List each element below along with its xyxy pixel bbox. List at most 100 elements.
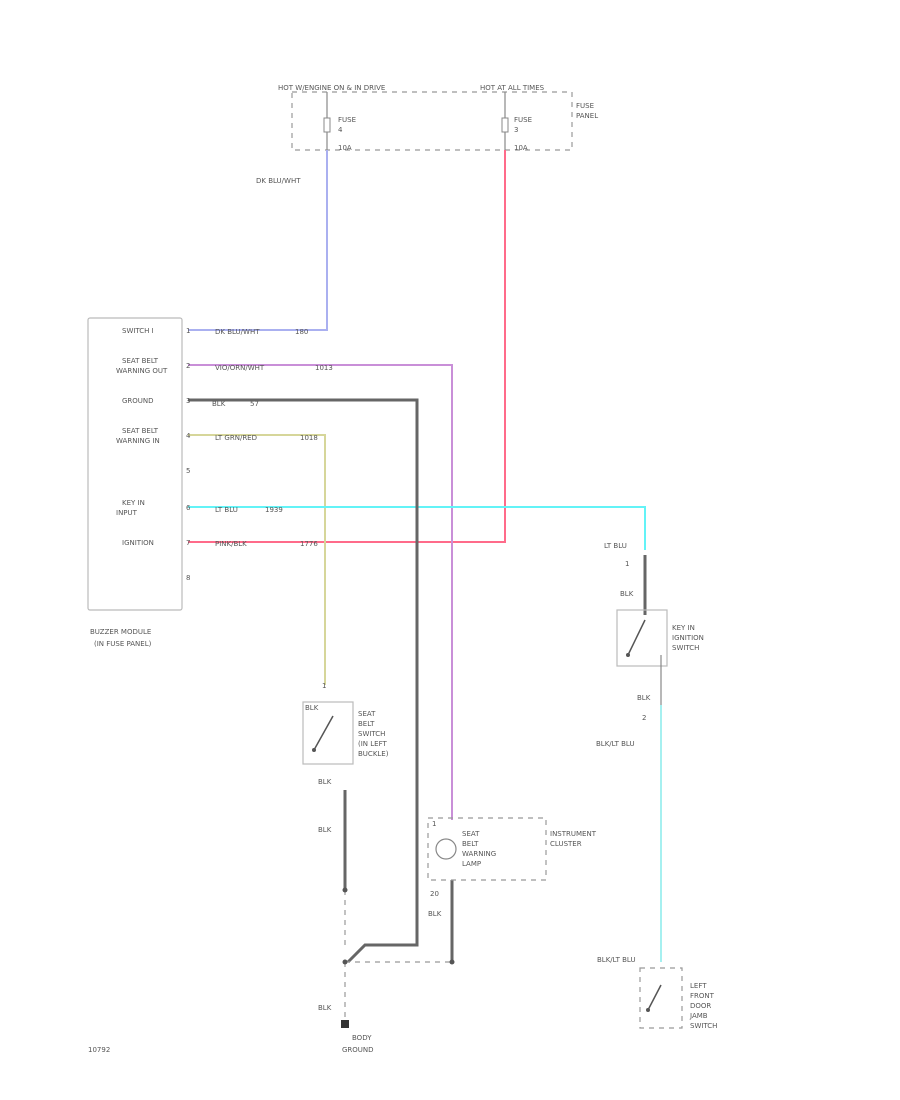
- w7-color: PINK/BLK: [215, 540, 247, 548]
- buzzer-pin-label-2: WARNING IN: [116, 437, 160, 445]
- w2-color: VIO/ORN/WHT: [215, 364, 265, 372]
- buzzer-pin-label: KEY IN: [122, 499, 145, 507]
- w6-color: LT BLU: [215, 506, 238, 514]
- ground-junction-mid: [342, 887, 348, 893]
- ground-terminal-icon: [341, 1020, 349, 1028]
- lamp-name-4: LAMP: [462, 860, 481, 868]
- buzzer-pin-number: 3: [186, 397, 190, 405]
- key-switch-wire-mid: BLK: [620, 590, 634, 598]
- door-switch-contact-icon: [647, 984, 662, 1011]
- fuse-3-label: FUSE: [514, 116, 532, 124]
- buzzer-pin-number: 7: [186, 539, 190, 547]
- door-switch-wire: BLK/LT BLU: [597, 956, 636, 964]
- door-switch-name-5: SWITCH: [690, 1022, 717, 1030]
- buzzer-pin-number: 2: [186, 362, 190, 370]
- belt-switch-name-5: BUCKLE): [358, 750, 389, 758]
- warning-lamp-icon: [435, 838, 457, 860]
- key-switch-name-3: SWITCH: [672, 644, 699, 652]
- buzzer-pin-label: SEAT BELT: [122, 357, 159, 365]
- belt-switch-name-1: SEAT: [358, 710, 376, 718]
- belt-switch-name-4: (IN LEFT: [358, 740, 387, 748]
- w4-color: LT GRN/RED: [215, 434, 257, 442]
- key-switch-pin-top: 1: [625, 560, 629, 568]
- ground-name-1: BODY: [352, 1034, 372, 1042]
- buzzer-pin-label-2: WARNING OUT: [116, 367, 168, 375]
- cluster-name-2: CLUSTER: [550, 840, 582, 848]
- key-switch-wire-top: LT BLU: [604, 542, 627, 550]
- fuse-4-label: FUSE: [338, 116, 356, 124]
- wire-lt-grn-red: [188, 434, 326, 685]
- wire-vio-orn-wht: [188, 364, 453, 820]
- w1-color: DK BLU/WHT: [215, 328, 260, 336]
- belt-switch-wire-bottom-2: BLK: [318, 826, 332, 834]
- buzzer-pin-number: 6: [186, 504, 191, 512]
- ground-junction-right: [449, 959, 455, 965]
- fuse-3-number: 3: [514, 126, 518, 134]
- key-switch-box: [616, 609, 668, 667]
- ground-name-2: GROUND: [342, 1046, 374, 1054]
- belt-switch-pin-top: 1: [322, 682, 326, 690]
- fuse-panel-label-1: FUSE: [576, 102, 594, 110]
- wire-lt-blu: [188, 506, 646, 550]
- wire-dk-blu-wht: [188, 150, 328, 331]
- fuse-3-icon: [501, 117, 509, 133]
- fuse-panel-label-2: PANEL: [576, 112, 598, 120]
- w2-num: 1013: [315, 364, 333, 372]
- fuse-4-amps: 10A: [338, 144, 352, 152]
- fuse-4-icon: [323, 117, 331, 133]
- buzzer-module-box: [87, 317, 183, 611]
- buzzer-pin-label: SEAT BELT: [122, 427, 159, 435]
- buzzer-pin-label-2: INPUT: [116, 509, 138, 517]
- buzzer-pin-number: 4: [186, 432, 191, 440]
- key-switch-contact-icon: [627, 619, 646, 656]
- door-switch-name-4: JAMB: [689, 1012, 708, 1020]
- key-switch-name-1: KEY IN: [672, 624, 695, 632]
- fuse-4-number: 4: [338, 126, 343, 134]
- lamp-pin-bottom: 20: [430, 890, 439, 898]
- fuse-hot-right-label: HOT AT ALL TIMES: [480, 84, 545, 92]
- lamp-pin-top: 1: [432, 820, 436, 828]
- fuse-hot-left-label: HOT W/ENGINE ON & IN DRIVE: [278, 84, 385, 92]
- belt-switch-name-2: BELT: [358, 720, 375, 728]
- key-switch-wire-low: BLK/LT BLU: [596, 740, 635, 748]
- buzzer-pin-label: SWITCH I: [122, 327, 154, 335]
- buzzer-pin-label: GROUND: [122, 397, 154, 405]
- buzzer-module-name-2: (IN FUSE PANEL): [94, 640, 152, 648]
- buzzer-module-name-1: BUZZER MODULE: [90, 628, 151, 636]
- w4-num: 1018: [300, 434, 318, 442]
- ground-wire-label: BLK: [318, 1004, 332, 1012]
- buzzer-pin-number: 8: [186, 574, 190, 582]
- wire-pink-blk: [188, 150, 506, 543]
- lamp-wire-bottom: BLK: [428, 910, 442, 918]
- w3-color: BLK: [212, 400, 226, 408]
- door-switch-name-2: FRONT: [690, 992, 715, 1000]
- door-switch-name-3: DOOR: [690, 1002, 711, 1010]
- w1-num: 180: [295, 328, 308, 336]
- w3-num: 57: [250, 400, 259, 408]
- belt-switch-name-3: SWITCH: [358, 730, 385, 738]
- buzzer-pin-number: 5: [186, 467, 190, 475]
- cluster-name-1: INSTRUMENT: [550, 830, 597, 838]
- belt-switch-wire-top: BLK: [305, 704, 319, 712]
- wire-blk-ground-main: [188, 398, 419, 964]
- buzzer-pin-label: IGNITION: [122, 539, 154, 547]
- belt-switch-contact-icon: [313, 715, 334, 751]
- wire-top-label: DK BLU/WHT: [256, 177, 301, 185]
- door-switch-box: [639, 967, 683, 1029]
- lamp-name-1: SEAT: [462, 830, 480, 838]
- belt-switch-box: [302, 701, 354, 765]
- fuse-panel-box: [291, 91, 573, 151]
- lamp-name-2: BELT: [462, 840, 479, 848]
- buzzer-pin-number: 1: [186, 327, 190, 335]
- fuse-3-amps: 10A: [514, 144, 528, 152]
- belt-switch-wire-bottom: BLK: [318, 778, 332, 786]
- door-switch-name-1: LEFT: [690, 982, 707, 990]
- w7-num: 1776: [300, 540, 318, 548]
- ground-junction-left: [342, 959, 348, 965]
- lamp-name-3: WARNING: [462, 850, 496, 858]
- footer-code: 10792: [88, 1046, 110, 1054]
- key-switch-wire-out: BLK: [637, 694, 651, 702]
- w6-num: 1939: [265, 506, 283, 514]
- key-switch-pin-out: 2: [642, 714, 646, 722]
